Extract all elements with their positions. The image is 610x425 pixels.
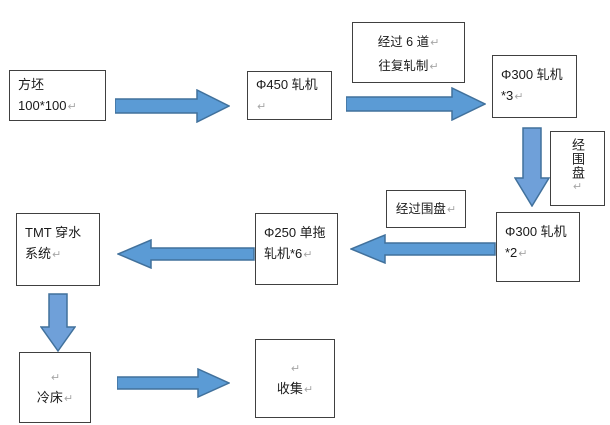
node-mill250: Φ250 单拖 轧机*6↵ <box>255 213 338 285</box>
note-6pass-line2: 往复轧制↵ <box>353 54 464 78</box>
node-billet: 方坯 100*100↵ <box>9 70 106 121</box>
paragraph-mark: ↵ <box>571 180 583 194</box>
node-tmt-line1: TMT 穿水 <box>25 223 95 244</box>
paragraph-mark: ↵ <box>63 392 74 405</box>
collect-label: 收集 <box>276 380 303 396</box>
node-mill250-line1: Φ250 单拖 <box>264 223 333 244</box>
node-mill450-label: Φ450 轧机 <box>256 76 318 92</box>
paragraph-mark: ↵ <box>67 100 77 113</box>
paragraph-mark: ↵ <box>52 248 62 261</box>
note-6pass-text2: 往复轧制 <box>378 59 429 74</box>
right-arrow-icon <box>117 368 230 398</box>
node-mill450-line: Φ450 轧机 ↵ <box>256 75 327 117</box>
left-arrow-icon <box>350 234 496 264</box>
right-arrow-icon <box>346 87 486 121</box>
right-arrow-shape <box>117 368 230 398</box>
collect-line: 收集↵ <box>256 379 334 400</box>
arrow-mill250-to-tmt <box>117 239 255 269</box>
paragraph-mark: ↵ <box>514 90 524 103</box>
node-mill250-text1: Φ250 单拖 <box>264 225 326 240</box>
collect-empty-line: ↵ <box>256 358 334 379</box>
node-mill300x2-text2: *2 <box>505 244 518 260</box>
coolbed-line: 冷床↵ <box>20 388 90 409</box>
paragraph-mark: ↵ <box>446 203 457 216</box>
node-mill300x3: Φ300 轧机 *3↵ <box>492 55 577 118</box>
node-mill300x3-text2: *3 <box>501 87 514 103</box>
arrow-mill450-to-mill300x3 <box>346 87 486 121</box>
left-arrow-shape <box>350 234 496 264</box>
node-mill300x2-line1: Φ300 轧机 <box>505 222 575 243</box>
node-mill300x2-text1: Φ300 轧机 <box>505 224 567 239</box>
coolbed-label: 冷床 <box>36 389 63 405</box>
arrow-mill300x2-to-mill250 <box>350 234 496 264</box>
paragraph-mark: ↵ <box>303 383 314 396</box>
paragraph-mark: ↵ <box>429 61 439 74</box>
down-arrow-shape <box>40 293 76 353</box>
down-arrow-shape <box>514 127 550 207</box>
node-billet-line: 方坯 100*100↵ <box>18 75 101 117</box>
note-6pass-text1: 经过 6 道 <box>377 35 430 49</box>
node-mill300x3-line2: *3↵ <box>501 86 572 107</box>
left-arrow-shape <box>117 239 255 269</box>
node-tmt-line2: 系统↵ <box>25 244 95 265</box>
paragraph-mark: ↵ <box>257 100 267 113</box>
node-coolbed: ↵ 冷床↵ <box>19 352 91 423</box>
node-mill300x3-line1: Φ300 轧机 <box>501 65 572 86</box>
node-note-6pass: 经过 6 道↵ 往复轧制↵ <box>352 22 465 83</box>
paragraph-mark: ↵ <box>430 37 440 49</box>
node-tmt-text2: 系统 <box>25 245 52 261</box>
node-mill300x2-line2: *2↵ <box>505 243 575 264</box>
note-loop-line: 经过围盘↵ <box>387 199 465 220</box>
left-arrow-icon <box>117 239 255 269</box>
node-collect: ↵ 收集↵ <box>255 339 335 418</box>
down-arrow-icon <box>40 293 76 353</box>
node-note-loop: 经过围盘↵ <box>386 190 466 228</box>
node-mill300x2: Φ300 轧机 *2↵ <box>496 212 580 282</box>
note-6pass-line1: 经过 6 道↵ <box>353 30 464 54</box>
arrow-coolbed-to-collect <box>117 368 230 398</box>
right-arrow-shape <box>346 87 486 121</box>
loop-vertical-line: 经围盘↵ <box>570 132 585 205</box>
coolbed-empty-line: ↵ <box>20 367 90 388</box>
node-loop-vertical: 经围盘↵ <box>550 131 605 206</box>
node-mill450: Φ450 轧机 ↵ <box>247 71 332 120</box>
node-mill250-text2: 轧机*6 <box>264 245 303 261</box>
note-loop-label: 经过围盘 <box>395 201 446 216</box>
paragraph-mark: ↵ <box>303 248 313 261</box>
paragraph-mark: ↵ <box>50 371 61 384</box>
loop-vertical-label: 经围盘 <box>570 138 585 180</box>
node-tmt-text1: TMT 穿水 <box>25 225 82 240</box>
node-tmt: TMT 穿水 系统↵ <box>16 213 100 286</box>
arrow-billet-to-mill450 <box>115 89 230 123</box>
arrow-tmt-to-coolbed <box>40 293 76 353</box>
node-billet-label: 方坯 100*100 <box>18 76 67 113</box>
node-mill250-line2: 轧机*6↵ <box>264 244 333 265</box>
node-mill300x3-text1: Φ300 轧机 <box>501 67 563 82</box>
paragraph-mark: ↵ <box>290 362 301 375</box>
paragraph-mark: ↵ <box>518 247 528 260</box>
arrow-mill300x3-to-mill300x2 <box>514 127 550 207</box>
down-arrow-icon <box>514 127 550 207</box>
right-arrow-shape <box>115 89 230 123</box>
right-arrow-icon <box>115 89 230 123</box>
